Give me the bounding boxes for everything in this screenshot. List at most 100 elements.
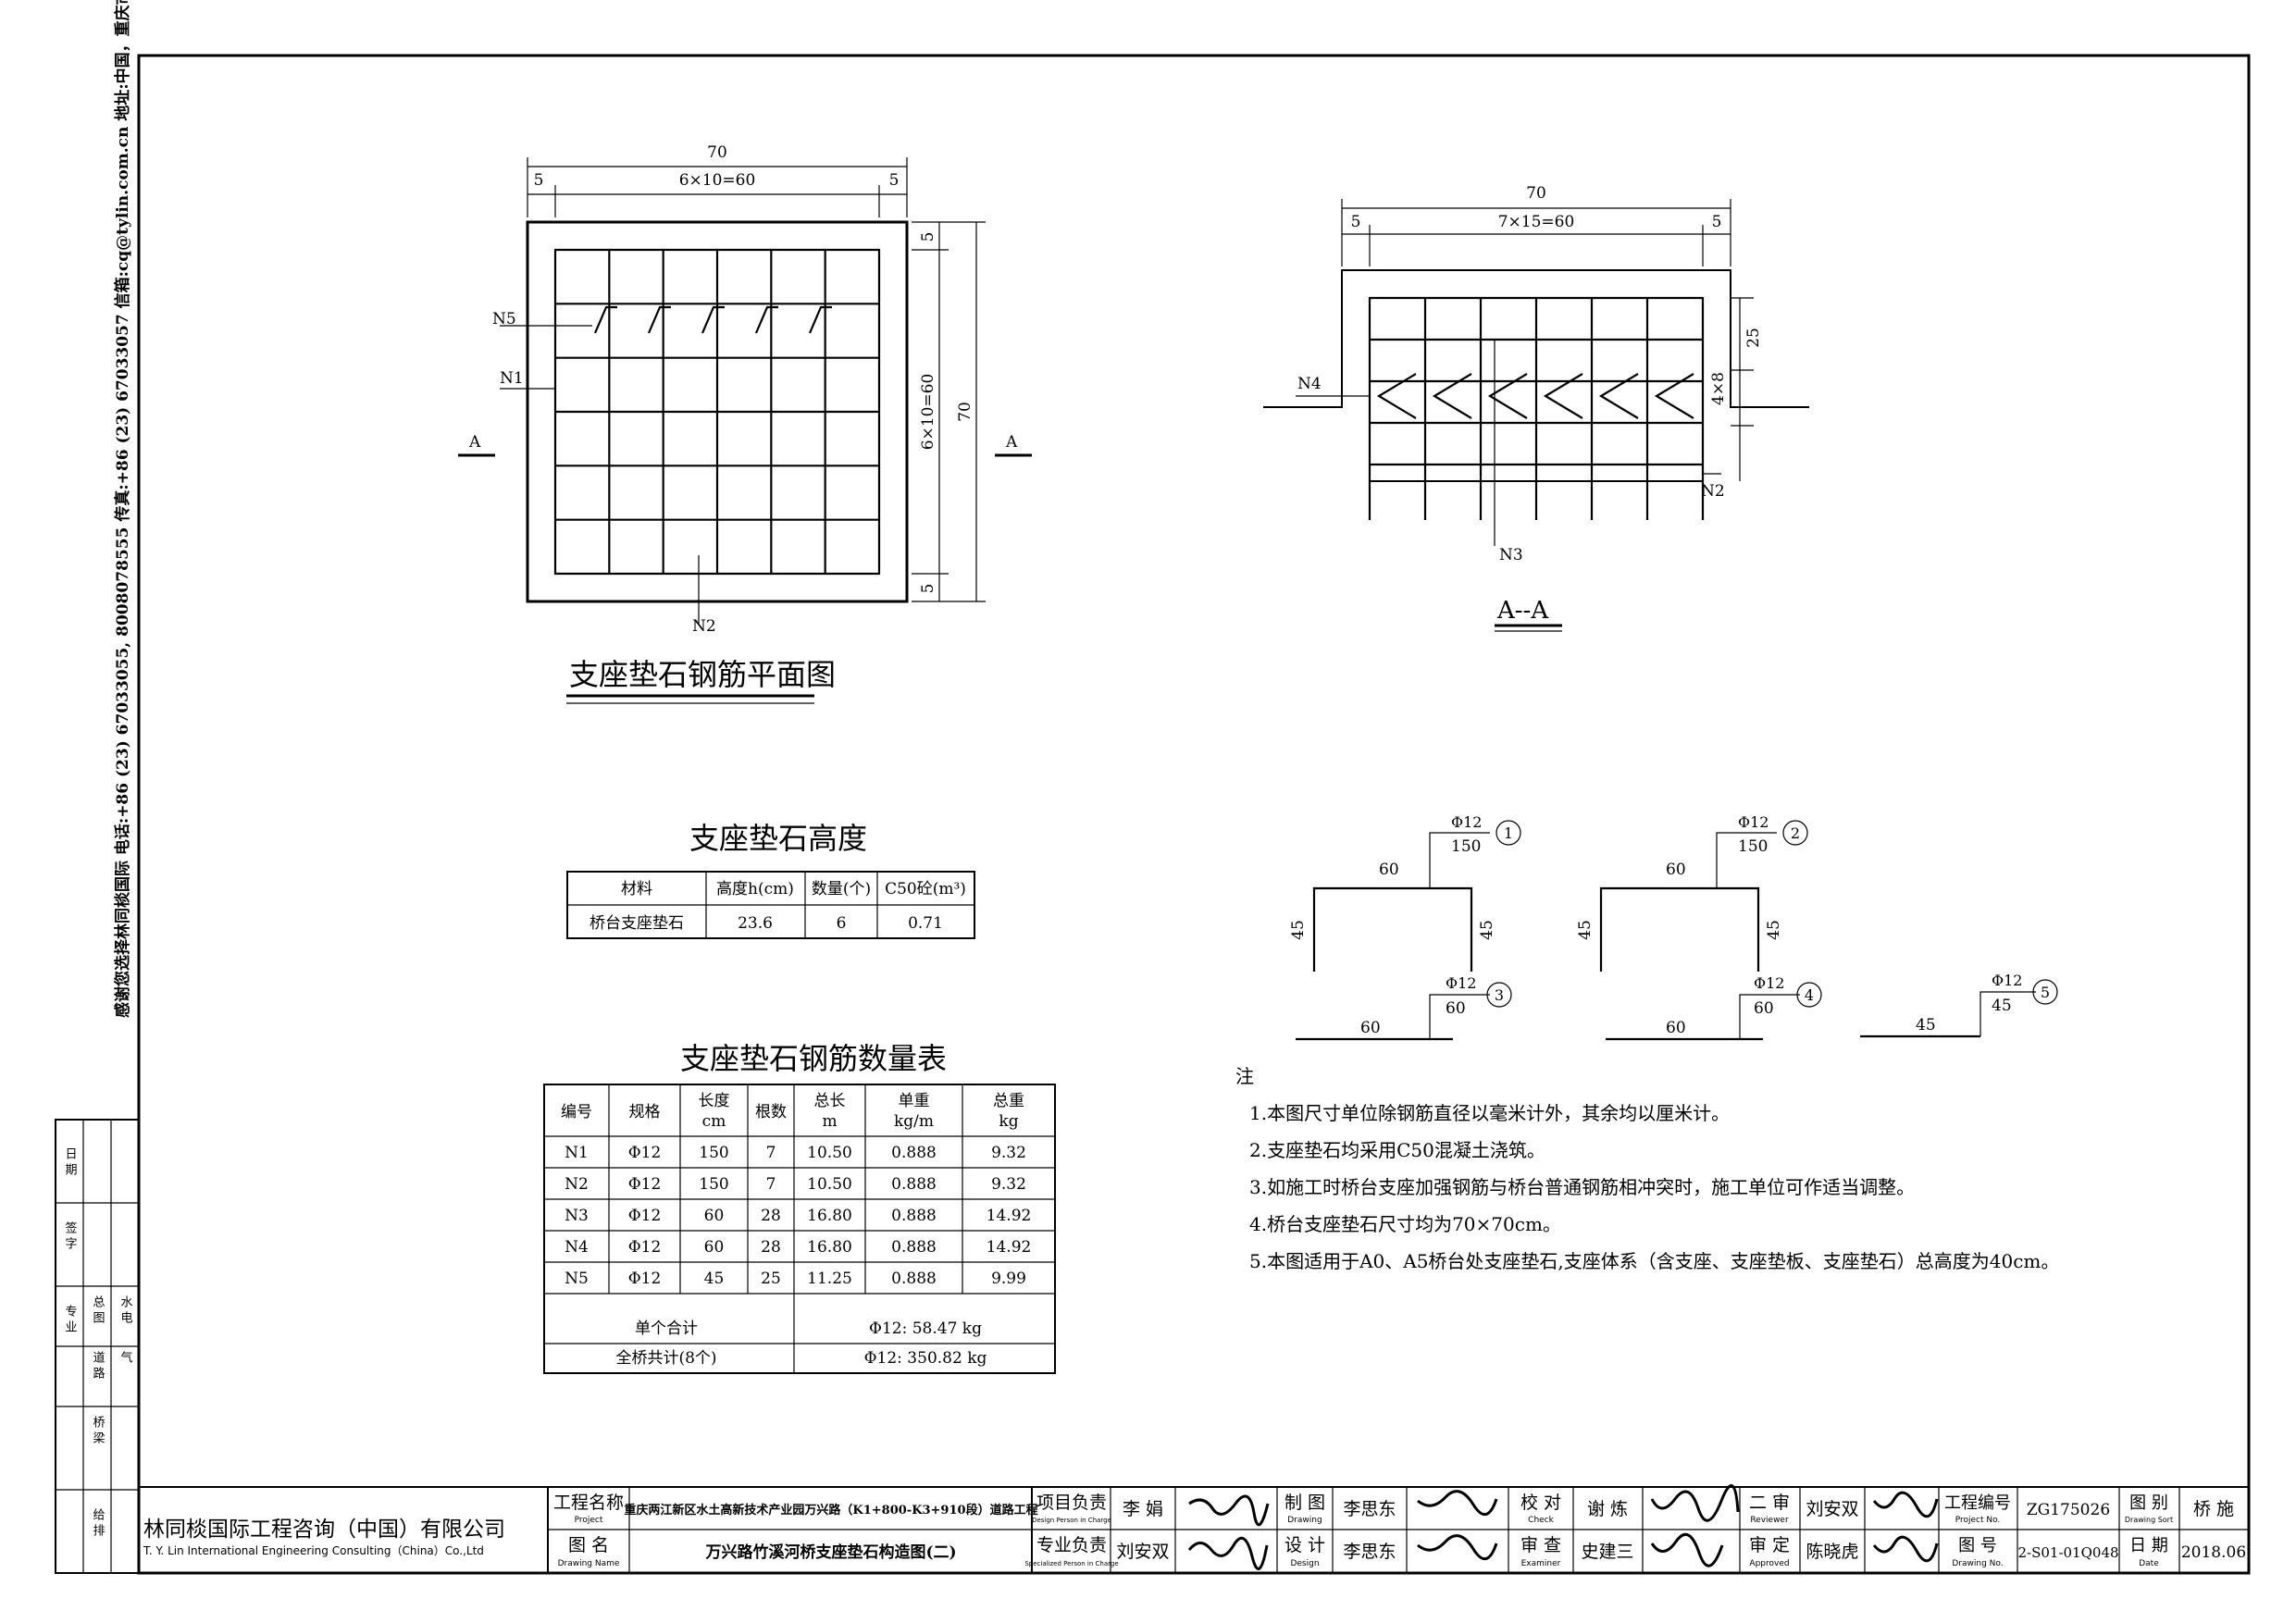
height-table-header: C50砼(m³)	[885, 880, 966, 898]
pm-label-en: Design Person in Charge	[1032, 1517, 1111, 1524]
plan-label-n2: N2	[692, 617, 716, 636]
plan-dim-right-bottom: 5	[919, 584, 937, 594]
check-label: 校 对	[1520, 1493, 1561, 1513]
plan-hook-mark	[754, 305, 778, 334]
pm-label: 项目负责	[1036, 1493, 1107, 1513]
section-hook-mark	[1487, 373, 1528, 419]
rebar-table-cell: Φ12	[628, 1238, 662, 1257]
bar1-right: 45	[1478, 920, 1496, 940]
bar5-dia: Φ12	[1992, 972, 2022, 989]
company-name-en: T. Y. Lin International Engineering Cons…	[143, 1544, 484, 1557]
title-block: 林同棪国际工程咨询（中国）有限公司 T. Y. Lin Internationa…	[138, 1484, 2250, 1574]
bar2-dia: Φ12	[1738, 813, 1769, 831]
plan-dim-right-top: 5	[919, 232, 937, 242]
section-dim-top-mid: 7×15=60	[1498, 213, 1575, 231]
rebar-table-cell: 150	[699, 1144, 728, 1162]
rebar-table-cell: 0.888	[891, 1270, 937, 1288]
bar2-num: 2	[1791, 824, 1800, 842]
plan-dim-top-left: 5	[534, 171, 544, 190]
sign-label: 总 图	[91, 1295, 105, 1324]
review-name: 刘安双	[1806, 1499, 1858, 1519]
spec-label: 专业负责	[1036, 1535, 1107, 1555]
rebar-table-cell: 28	[761, 1207, 781, 1225]
address-text: 感谢您选择林同棪国际 电话:+86 (23) 67033055, 8008078…	[113, 0, 132, 1018]
section-dim-top-left: 5	[1351, 213, 1361, 231]
plan-dim-right-mid: 6×10=60	[919, 374, 937, 451]
section-dim-right-upper: 25	[1744, 328, 1763, 348]
approve-label: 审 定	[1749, 1535, 1790, 1555]
height-table-header: 材料	[621, 880, 652, 898]
projno-label: 工程编号	[1944, 1493, 2011, 1513]
bar4-num: 4	[1805, 986, 1814, 1004]
rebar-table-cell: N5	[565, 1270, 589, 1288]
check-name: 谢 炼	[1587, 1499, 1628, 1519]
left-margin-sign-block: 日 期 签 字 专 业 总 图 道 路 桥 梁 给 排 水 电 气	[55, 1119, 140, 1574]
company-name-cn: 林同棪国际工程咨询（中国）有限公司	[143, 1518, 505, 1542]
section-hook-mark	[1598, 373, 1639, 419]
project-label-en: Project	[575, 1516, 603, 1525]
bar1-len: 150	[1451, 837, 1481, 856]
height-table-header: 数量(个)	[812, 880, 871, 898]
rebar-table-cell: 7	[766, 1175, 776, 1194]
bar-details: 60 45 45 Φ12 150 1 60 45 45 Φ12 150 2 60…	[1289, 813, 2058, 1041]
rebar-table-cell: N2	[565, 1175, 589, 1194]
rebar-total-value: Φ12: 350.82 kg	[864, 1349, 987, 1368]
sort-label: 图 别	[2129, 1493, 2168, 1513]
bar5-num: 5	[2041, 984, 2050, 1001]
design-label: 设 计	[1285, 1535, 1325, 1555]
plan-label-n1: N1	[500, 369, 524, 388]
note-item: 3.如施工时桥台支座加强钢筋与桥台普通钢筋相冲突时，施工单位可作适当调整。	[1249, 1176, 1915, 1198]
rebar-table-cell: 14.92	[987, 1238, 1032, 1257]
section-label-n3: N3	[1499, 546, 1523, 564]
rebar-table-cell: 28	[761, 1238, 781, 1257]
sign-label: 专 业	[63, 1305, 78, 1332]
height-table: 支座垫石高度 材料 高度h(cm) 数量(个) C50砼(m³) 桥台支座垫石 …	[566, 821, 975, 939]
rebar-table-cell: Φ12	[628, 1207, 662, 1225]
plan-dim-top-right: 5	[889, 171, 900, 190]
height-table-cell: 桥台支座垫石	[590, 914, 684, 933]
rebar-table-cell: 7	[766, 1144, 776, 1162]
bar2-left: 45	[1576, 920, 1595, 940]
rebar-table-cell: 14.92	[987, 1207, 1032, 1225]
date-label-en: Date	[2139, 1559, 2159, 1568]
plan-section-left: A	[468, 433, 481, 452]
bar3-len: 60	[1446, 999, 1466, 1018]
draw-label-en: Drawing	[1287, 1516, 1322, 1525]
draw-name: 李思东	[1343, 1499, 1396, 1519]
bar4-dia: Φ12	[1754, 974, 1784, 992]
bar4-len: 60	[1754, 999, 1774, 1018]
sign-label: 给 排	[91, 1508, 105, 1537]
project-number: ZG175026	[2027, 1501, 2110, 1519]
plan-dim-top-total: 70	[707, 143, 727, 162]
rebar-table-cell: 10.50	[807, 1144, 852, 1162]
rebar-table-cell: Φ12	[628, 1175, 662, 1194]
rebar-subtotal-label: 单个合计	[635, 1319, 698, 1338]
spec-label-en: Specialized Person in Charge	[1024, 1560, 1118, 1567]
bar2-top: 60	[1666, 861, 1686, 879]
height-table-title: 支座垫石高度	[689, 821, 867, 856]
date-label: 日 期	[2129, 1536, 2168, 1555]
sign-label: 道 路	[91, 1351, 105, 1380]
drawno-label: 图 号	[1958, 1536, 1997, 1555]
rebar-table-cell: 9.99	[991, 1270, 1026, 1288]
rebar-table-cell: N1	[565, 1144, 589, 1162]
height-table-cell: 23.6	[738, 914, 773, 933]
sign-label: 桥 梁	[91, 1416, 105, 1444]
bar1-dia: Φ12	[1451, 813, 1482, 831]
rebar-table-header: 编号	[561, 1103, 592, 1121]
bar1-top: 60	[1379, 861, 1399, 879]
sort-label-en: Drawing Sort	[2125, 1516, 2173, 1524]
sign-label: 气	[118, 1350, 133, 1363]
sign-label: 水 电	[118, 1295, 133, 1324]
projno-label-en: Project No.	[1955, 1516, 2001, 1525]
rebar-table-cell: 0.888	[891, 1175, 937, 1194]
rebar-table-cell: 25	[761, 1270, 781, 1288]
rebar-table-cell: 45	[704, 1270, 725, 1288]
design-label-en: Design	[1290, 1559, 1319, 1568]
rebar-table-cell: 10.50	[807, 1175, 852, 1194]
section-hook-mark	[1376, 373, 1417, 419]
bar4-bottom: 60	[1666, 1019, 1686, 1037]
